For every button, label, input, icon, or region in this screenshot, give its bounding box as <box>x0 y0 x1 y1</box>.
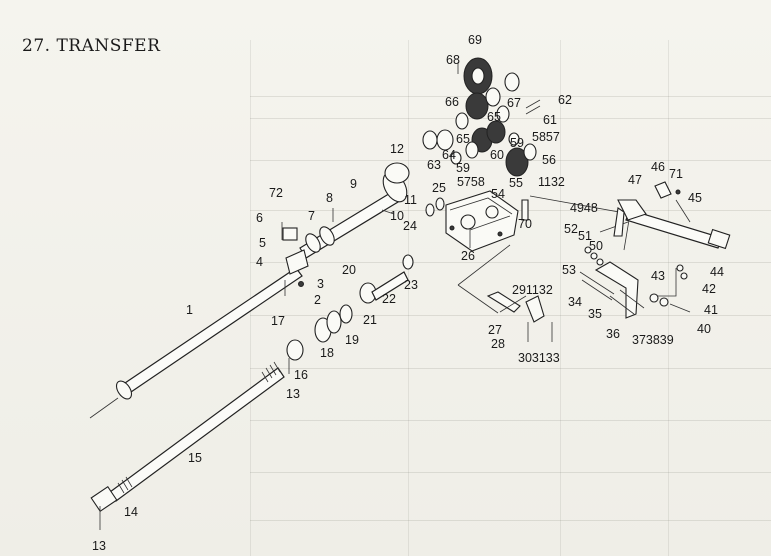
bleed-through-line <box>250 420 771 421</box>
callout-56: 56 <box>542 153 556 167</box>
callout-36: 36 <box>606 327 620 341</box>
callout-5758: 5758 <box>457 175 485 189</box>
callout-46: 46 <box>651 160 665 174</box>
callout-43: 43 <box>651 269 665 283</box>
callout-34: 34 <box>568 295 582 309</box>
callout-50: 50 <box>589 239 603 253</box>
callout-65-left: 65 <box>456 132 470 146</box>
callout-65-right: 65 <box>487 110 501 124</box>
callout-26: 26 <box>461 249 475 263</box>
gear-case-26-drawing <box>425 190 519 252</box>
callout-2: 2 <box>314 293 321 307</box>
callout-64: 64 <box>442 148 456 162</box>
bleed-through-line <box>250 118 771 119</box>
bleed-through-line <box>250 368 771 369</box>
bleed-through-line <box>250 520 771 521</box>
callout-24: 24 <box>403 219 417 233</box>
callout-28: 28 <box>491 337 505 351</box>
callout-13-upper: 13 <box>286 387 300 401</box>
callout-55: 55 <box>509 176 523 190</box>
callout-3: 3 <box>317 277 324 291</box>
middle-parts-drawing <box>286 254 414 374</box>
callout-68: 68 <box>446 53 460 67</box>
callout-70: 70 <box>518 217 532 231</box>
right-lever-drawing <box>613 181 731 313</box>
bleed-through-line <box>250 315 771 316</box>
callout-10: 10 <box>390 209 404 223</box>
page-title: 27. TRANSFER <box>22 36 161 56</box>
linkage-drawing <box>457 195 645 342</box>
callout-373839: 373839 <box>632 333 674 347</box>
callout-6: 6 <box>256 211 263 225</box>
callout-13-lower: 13 <box>92 539 106 553</box>
callout-69: 69 <box>468 33 482 47</box>
shaft-1-drawing <box>89 267 303 419</box>
bleed-through-line <box>250 472 771 473</box>
callout-11: 11 <box>404 193 417 207</box>
callout-22: 22 <box>382 292 396 306</box>
callout-303133: 303133 <box>518 351 560 365</box>
upper-gear-stack-drawing <box>422 57 541 177</box>
callout-47: 47 <box>628 173 642 187</box>
callout-8: 8 <box>326 191 333 205</box>
callout-18: 18 <box>320 346 334 360</box>
callout-7: 7 <box>308 209 315 223</box>
callout-14: 14 <box>124 505 138 519</box>
callout-40: 40 <box>697 322 711 336</box>
callout-45: 45 <box>688 191 702 205</box>
callout-1132: 1132 <box>538 175 565 189</box>
callout-41: 41 <box>704 303 718 317</box>
callout-54: 54 <box>491 187 505 201</box>
callout-59-right: 59 <box>510 136 524 150</box>
callout-4: 4 <box>256 255 263 269</box>
callout-12: 12 <box>390 142 404 156</box>
bleed-through-line <box>250 96 771 97</box>
callout-35: 35 <box>588 307 602 321</box>
callout-27: 27 <box>488 323 502 337</box>
callout-17: 17 <box>271 314 285 328</box>
callout-52: 52 <box>564 222 578 236</box>
callout-20: 20 <box>342 263 356 277</box>
callout-5857: 5857 <box>532 130 560 144</box>
shaft-9-assembly-drawing <box>281 162 410 296</box>
callout-23: 23 <box>404 278 418 292</box>
callout-71: 71 <box>669 167 683 181</box>
bleed-through-line <box>668 40 669 556</box>
callout-16: 16 <box>294 368 308 382</box>
callout-51: 51 <box>578 229 592 243</box>
callout-5: 5 <box>259 236 266 250</box>
callout-4948: 4948 <box>570 201 598 215</box>
part-callouts: 1 2 3 4 5 6 7 8 9 10 11 12 13 13 14 15 1… <box>92 33 724 553</box>
callout-72: 72 <box>269 186 283 200</box>
callout-62: 62 <box>558 93 572 107</box>
callout-53: 53 <box>562 263 576 277</box>
shaft-15-drawing <box>90 361 285 530</box>
callout-63: 63 <box>427 158 441 172</box>
callout-60: 60 <box>490 148 504 162</box>
callout-19: 19 <box>345 333 359 347</box>
callout-61: 61 <box>543 113 557 127</box>
callout-291132: 291132 <box>512 283 553 297</box>
callout-25: 25 <box>432 181 446 195</box>
callout-1: 1 <box>186 303 193 317</box>
callout-67: 67 <box>507 96 521 110</box>
bleed-through-line <box>560 40 561 556</box>
callout-15: 15 <box>188 451 202 465</box>
callout-9: 9 <box>350 177 357 191</box>
callout-44: 44 <box>710 265 724 279</box>
bleed-through-line <box>408 40 409 556</box>
bleed-through-line <box>250 262 771 263</box>
callout-59-left: 59 <box>456 161 470 175</box>
callout-42: 42 <box>702 282 716 296</box>
callout-66: 66 <box>445 95 459 109</box>
callout-21: 21 <box>363 313 377 327</box>
